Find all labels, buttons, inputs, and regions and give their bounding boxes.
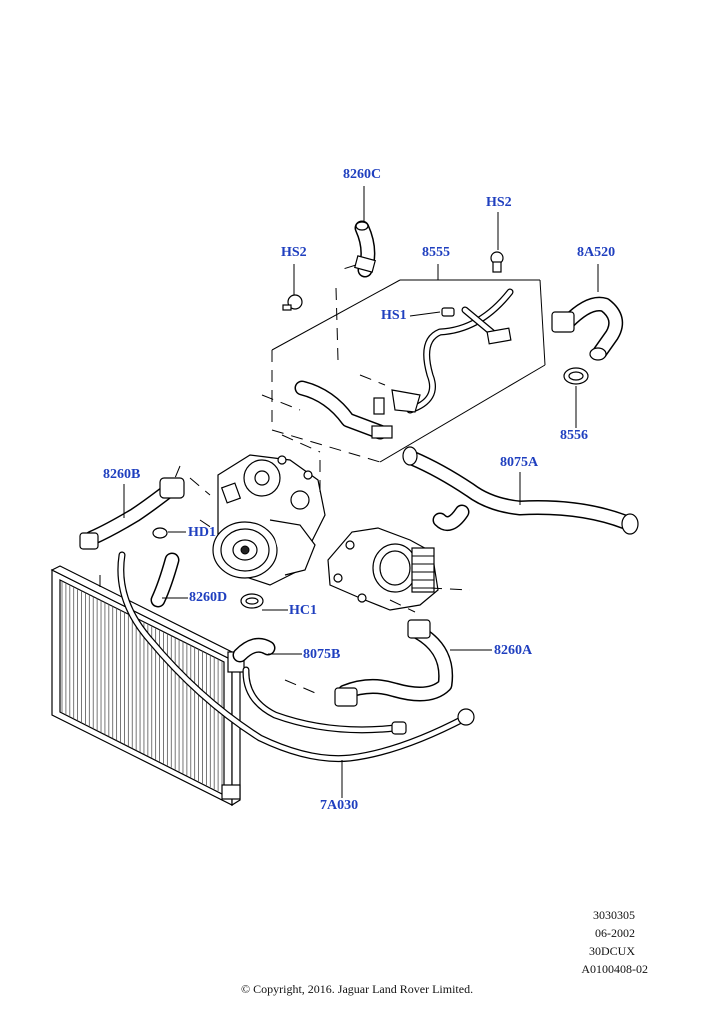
callout-8260B: 8260B [103,467,141,482]
radiator-fins [61,581,223,793]
callout-8260A: 8260A [494,643,533,658]
copyright-notice: © Copyright, 2016. Jaguar Land Rover Lim… [241,982,474,996]
leader-lines [123,186,599,798]
callout-8075A: 8075A [500,455,539,470]
callout-HS2-top: HS2 [486,195,512,210]
callout-8556: 8556 [560,428,588,443]
callout-HS1: HS1 [381,308,407,323]
ref-code-1: 3030305 [593,908,635,922]
hose-8A520 [551,296,624,361]
callout-8A520: 8A520 [577,245,616,260]
callout-8555: 8555 [422,245,450,260]
ref-code-2: 30DCUX [588,944,635,958]
oil-cooler-fins [411,547,435,593]
callout-8075B: 8075B [303,647,341,662]
clamp-hd1 [152,527,168,539]
callout-8260D: 8260D [189,590,228,605]
clamp-hs1 [441,307,455,317]
clamp-8556 [563,367,589,385]
clamp-hs2-left [282,294,303,311]
callout-HD1: HD1 [188,525,216,540]
callout-HC1: HC1 [289,603,317,618]
callout-7A030: 7A030 [320,798,359,813]
hose-8075B [232,637,407,735]
assembly-outline [99,264,546,696]
hose-8075A [402,446,639,535]
hose-8260B [79,477,185,550]
hose-8555 [294,288,514,440]
ref-code-3: A0100408-02 [581,962,648,976]
clamp-hs2-top [490,251,504,273]
hose-8260D [150,552,180,608]
radiator [50,565,245,807]
ref-date: 06-2002 [595,926,635,940]
thermostat-housing [327,527,439,611]
hose-8260A [334,619,454,707]
hose-8260C [354,220,376,278]
callout-HS2-left: HS2 [281,245,307,260]
hose-7A030 [117,551,475,763]
water-pump [212,454,326,586]
callout-8260C: 8260C [343,167,382,182]
clamp-hc1 [240,593,264,609]
